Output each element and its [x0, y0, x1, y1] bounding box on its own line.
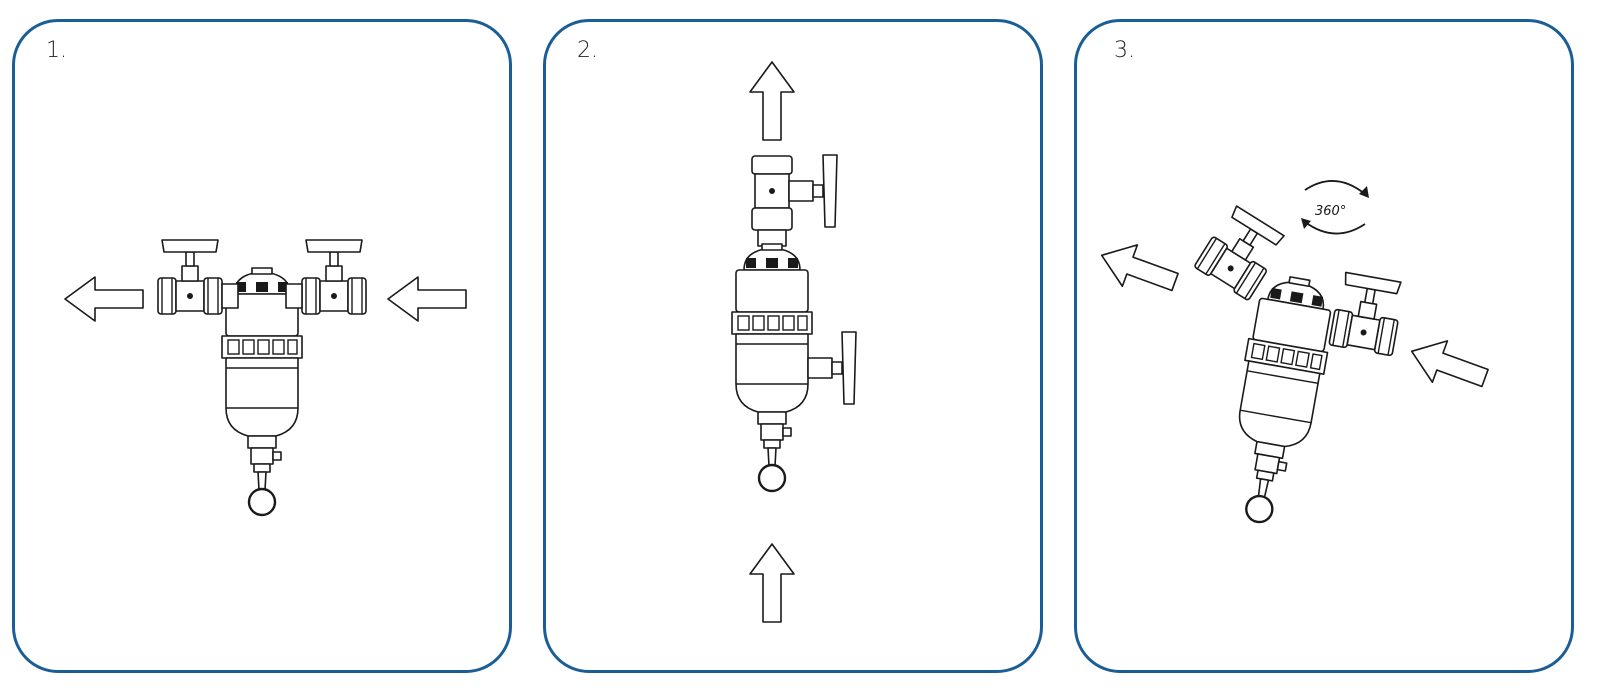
ball-valve-icon — [157, 239, 223, 315]
filter-body-icon — [730, 242, 814, 493]
step-number: 2. — [577, 38, 598, 63]
rotation-label: 360° — [1315, 204, 1346, 219]
step-number: 3. — [1114, 38, 1135, 63]
step-1-illustration — [64, 239, 467, 517]
flow-arrow-icon — [749, 61, 795, 141]
step-2-illustration — [730, 61, 857, 623]
ball-valve-icon — [1193, 203, 1289, 302]
ball-valve-icon — [301, 239, 367, 315]
flow-arrow-icon — [387, 276, 467, 322]
step-panel-3: 3. 360° — [1074, 19, 1574, 673]
flow-arrow-icon — [1093, 233, 1184, 304]
flow-arrow-icon — [64, 276, 144, 322]
rotate-icon: 360° — [1301, 180, 1369, 235]
flow-arrow-icon — [749, 543, 795, 623]
step-panel-2: 2. — [543, 19, 1043, 673]
ball-valve-icon — [1328, 270, 1406, 357]
flow-arrow-icon — [1403, 329, 1494, 400]
step-number: 1. — [46, 38, 67, 63]
step-3-illustration: 360° — [1093, 180, 1494, 531]
filter-body-icon — [1216, 270, 1341, 531]
step-panel-1: 1. — [12, 19, 512, 673]
